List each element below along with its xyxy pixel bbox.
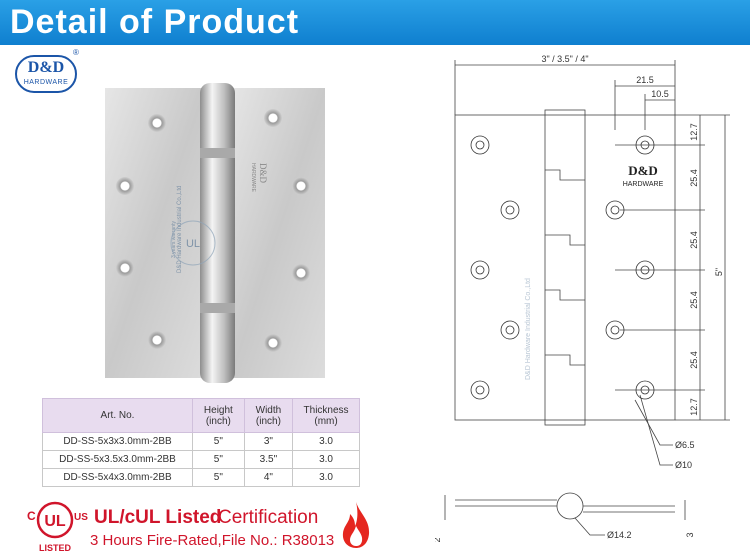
table-row: DD-SS-5x3.5x3.0mm-2BB 5" 3.5" 3.0 bbox=[42, 450, 360, 469]
dim-side-5: 25.4 bbox=[689, 351, 699, 369]
right-leaf-holes bbox=[264, 109, 310, 352]
svg-text:UL: UL bbox=[44, 513, 66, 530]
cell-height: 5" bbox=[192, 432, 245, 451]
cell-thickness: 3.0 bbox=[292, 450, 360, 469]
flame-icon bbox=[342, 502, 370, 548]
right-leaf bbox=[230, 88, 325, 378]
photo-ul-text: 3 years warranty bbox=[171, 221, 177, 258]
screw-holes bbox=[470, 135, 655, 400]
hinge-photo: UL D&D Hardware Industrial Co.,Ltd 3 yea… bbox=[105, 83, 325, 383]
ul-us-mark: US bbox=[74, 512, 88, 523]
dim-height: 5" bbox=[714, 268, 724, 276]
photo-ul-mark: UL bbox=[186, 238, 200, 250]
cell-thickness: 3.0 bbox=[292, 432, 360, 451]
photo-brand: D&D bbox=[258, 163, 268, 184]
dim-thick-right: 3 bbox=[685, 532, 695, 537]
dim-side-1: 12.7 bbox=[689, 123, 699, 141]
ul-listed-mark: LISTED bbox=[39, 543, 72, 553]
page-title: Detail of Product bbox=[10, 3, 300, 41]
left-leaf bbox=[105, 88, 205, 378]
cell-width: 3" bbox=[243, 432, 294, 451]
ul-c-mark: C bbox=[27, 509, 36, 523]
header-banner: Detail of Product bbox=[0, 0, 750, 45]
spec-table: Art. No. Height (inch) Width (inch) Thic… bbox=[42, 398, 360, 487]
table-row: DD-SS-5x3x3.0mm-2BB 5" 3" 3.0 bbox=[42, 432, 360, 451]
drawing-hardware: HARDWARE bbox=[623, 181, 664, 188]
plate-outline bbox=[454, 114, 676, 421]
dim-knuckle: Ø14.2 bbox=[607, 530, 632, 540]
dim-side-3: 25.4 bbox=[689, 231, 699, 249]
cell-art-no: DD-SS-5x3x3.0mm-2BB bbox=[42, 432, 193, 451]
cell-width: 4" bbox=[243, 468, 294, 487]
dim-21-5: 21.5 bbox=[636, 75, 654, 85]
cell-height: 5" bbox=[192, 468, 245, 487]
logo-sub: HARDWARE bbox=[23, 79, 69, 86]
dim-side-2: 25.4 bbox=[689, 169, 699, 187]
dim-thick-left: 2 bbox=[435, 537, 442, 542]
table-header-row: Art. No. Height (inch) Width (inch) Thic… bbox=[42, 398, 360, 433]
th-height: Height (inch) bbox=[192, 398, 245, 433]
dim-hole-large: Ø10 bbox=[675, 460, 692, 470]
cell-art-no: DD-SS-5x3.5x3.0mm-2BB bbox=[42, 450, 193, 469]
technical-drawing: 3" / 3.5" / 4" 21.5 10.5 12.7 25.4 25.4 … bbox=[435, 54, 730, 543]
cell-width: 3.5" bbox=[243, 450, 294, 469]
th-width: Width (inch) bbox=[243, 398, 294, 433]
photo-stamp-text: D&D Hardware Industrial Co.,Ltd bbox=[177, 186, 183, 273]
dim-side-4: 25.4 bbox=[689, 291, 699, 309]
th-art-no: Art. No. bbox=[42, 398, 193, 433]
fire-rating-line: 3 Hours Fire-Rated,File No.: R38013 bbox=[90, 532, 335, 549]
left-leaf-holes bbox=[116, 114, 166, 349]
drawing-brand: D&D bbox=[628, 163, 658, 178]
cell-art-no: DD-SS-5x4x3.0mm-2BB bbox=[42, 468, 193, 487]
dim-10-5: 10.5 bbox=[651, 89, 669, 99]
photo-hardware: HARDWARE bbox=[250, 163, 256, 193]
dim-side-6: 12.7 bbox=[689, 398, 699, 416]
ul-listed-logo: UL C US LISTED bbox=[27, 501, 88, 553]
dim-hole-small: Ø6.5 bbox=[675, 440, 695, 450]
registered-mark: ® bbox=[73, 48, 79, 57]
brand-logo: D&D HARDWARE bbox=[15, 55, 77, 93]
knuckle-circle bbox=[556, 492, 584, 520]
hinge-barrel bbox=[200, 83, 235, 383]
cell-thickness: 3.0 bbox=[292, 468, 360, 487]
barrel-outline bbox=[544, 109, 586, 426]
th-thickness: Thickness (mm) bbox=[292, 398, 360, 433]
table-row: DD-SS-5x4x3.0mm-2BB 5" 4" 3.0 bbox=[42, 468, 360, 487]
drawing-watermark: D&D Hardware Industrial Co.,Ltd bbox=[525, 278, 532, 380]
certification-label: Certification bbox=[218, 507, 319, 528]
cell-height: 5" bbox=[192, 450, 245, 469]
logo-brand: D&D bbox=[27, 59, 65, 76]
dim-width: 3" / 3.5" / 4" bbox=[541, 54, 588, 64]
ul-title: UL/cUL Listed bbox=[94, 507, 222, 528]
